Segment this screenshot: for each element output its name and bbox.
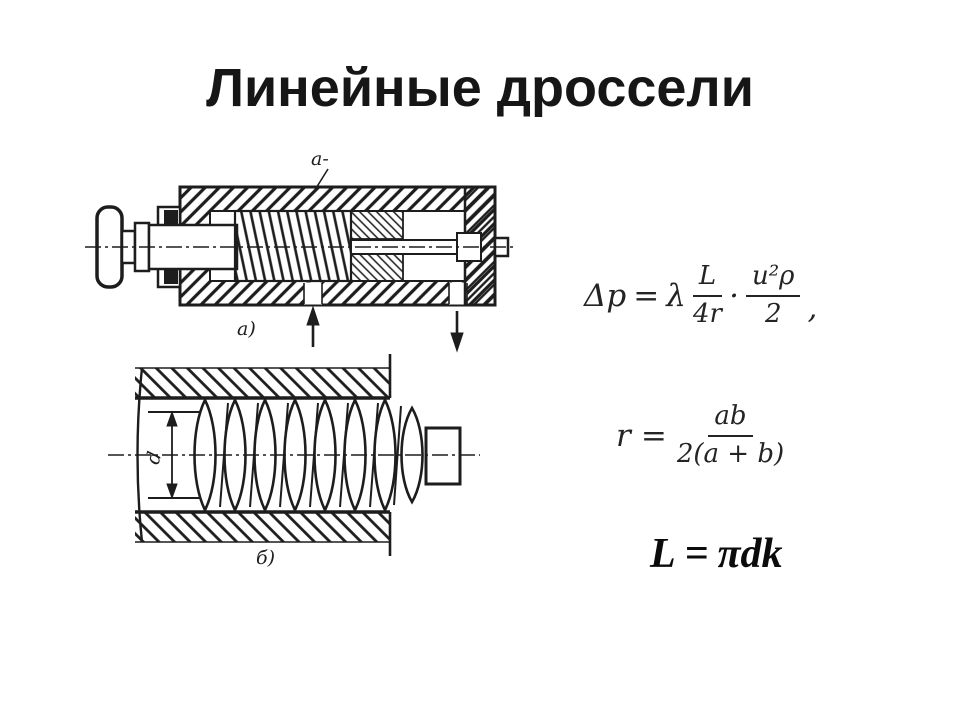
formula-channel-length: L = πdk [650, 530, 783, 578]
seal-top [164, 210, 178, 226]
f3-rhs: πdk [717, 531, 783, 577]
f1-equals: = [633, 277, 660, 314]
f1-frac2-denominator: 2 [764, 298, 782, 329]
f2-lhs: r [616, 417, 631, 454]
f1-lambda: λ [666, 277, 686, 314]
f3-equals: = [684, 531, 709, 577]
screw-tip [424, 426, 462, 486]
figure-b-drawing: d б) [108, 354, 480, 569]
f1-lhs: Δp [584, 277, 627, 314]
dimension-d [148, 410, 200, 500]
dimension-d-label: d [142, 449, 166, 466]
f1-dot-operator: · [729, 277, 739, 314]
figure-a-throttle-cross-section: а- а) [85, 145, 515, 360]
f1-comma: , [807, 289, 818, 326]
formula-pressure-drop: Δp = λ L 4r · u²ρ 2 , [584, 261, 818, 330]
f1-frac2-numerator: u²ρ [746, 261, 801, 297]
formula-hydraulic-radius: r = ab 2(a + b) [616, 401, 785, 470]
pointer-leader-line [312, 168, 329, 194]
figure-b-caption: б) [256, 547, 275, 569]
guide-bushing [350, 210, 404, 282]
figure-b-screw-channel-detail: d б) [100, 350, 520, 580]
figure-a-drawing: а- а) [85, 148, 513, 353]
housing-upper-wall [135, 354, 392, 400]
seal-bottom [164, 268, 178, 284]
throttle-screw-thread [233, 209, 353, 283]
outlet-port [449, 282, 467, 305]
f2-equals: = [640, 417, 667, 454]
f2-frac-numerator: ab [708, 401, 753, 437]
f1-frac1-numerator: L [692, 261, 723, 297]
f3-lhs: L [650, 531, 676, 577]
flow-out-arrow-icon [450, 311, 464, 353]
figure-a-pointer-label: а- [311, 148, 329, 170]
f2-frac-denominator: 2(a + b) [676, 438, 785, 469]
housing-lower-wall [135, 510, 392, 556]
f1-fraction-u2rho-2: u²ρ 2 [746, 261, 801, 330]
f2-fraction-ab: ab 2(a + b) [676, 401, 785, 470]
f1-frac1-denominator: 4r [693, 298, 722, 329]
inlet-port [304, 282, 322, 305]
figure-a-caption: а) [237, 318, 256, 340]
f1-fraction-L-4r: L 4r [692, 261, 723, 330]
slide-title: Линейные дроссели [206, 58, 754, 118]
flow-in-arrow-icon [306, 305, 320, 347]
